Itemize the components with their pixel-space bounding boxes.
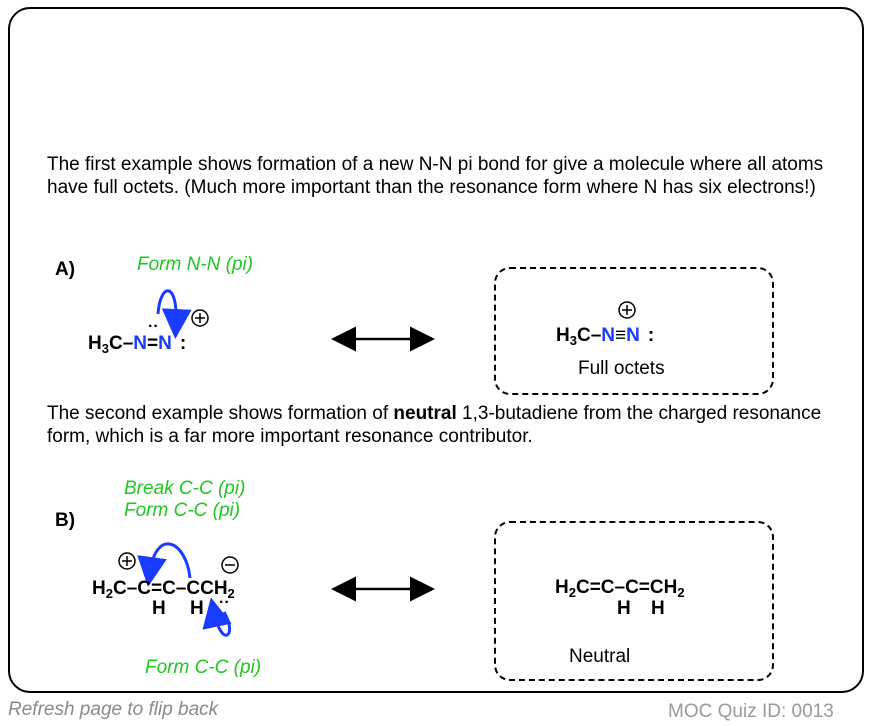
butadiene-neutral: H2C=C–C=CH2 — [555, 577, 685, 600]
form-cc-note-bottom: Form C-C (pi) — [145, 657, 262, 678]
curved-arrow-a — [156, 289, 192, 339]
h3-sub: 3 — [101, 341, 109, 356]
result-box-a — [494, 267, 774, 395]
quiz-id: MOC Quiz ID: 0013 — [668, 701, 834, 722]
plus-charge-b — [118, 552, 136, 570]
c-atom: C — [108, 333, 123, 354]
butadiene-charged: H2C–C=C–CCH2 — [92, 578, 235, 601]
h3-h: H — [88, 333, 102, 354]
diazomethane-left: H3C–N=N: — [88, 333, 187, 356]
quiz-card — [8, 7, 864, 693]
section-a-label: A) — [55, 259, 76, 280]
refresh-hint[interactable]: Refresh page to flip back — [8, 699, 219, 720]
section-b-label: B) — [55, 510, 76, 531]
h-atom-4: H — [651, 598, 665, 619]
lone-pair: : — [179, 333, 187, 354]
form-nn-note: Form N-N (pi) — [137, 254, 254, 275]
n1-atom: N — [133, 333, 148, 354]
full-octets-caption: Full octets — [578, 358, 665, 379]
neutral-caption: Neutral — [569, 646, 631, 667]
break-cc-note: Break C-C (pi) — [124, 478, 246, 499]
carbanion-lone-pair: ·· — [219, 594, 230, 611]
second-explanation: The second example shows formation of ne… — [47, 403, 822, 447]
curved-arrow-b-bottom — [202, 597, 232, 637]
plus-charge-a-left — [191, 309, 209, 327]
result-box-b — [494, 521, 774, 681]
first-explanation: The first example shows formation of a n… — [47, 154, 824, 198]
curved-arrow-b-top — [137, 542, 192, 587]
n1-lone-pair-dots: ·· — [148, 318, 159, 335]
h-atom-2: H — [190, 598, 204, 619]
form-cc-note: Form C-C (pi) — [124, 500, 241, 521]
h-atom-3: H — [617, 598, 631, 619]
minus-charge-b — [221, 556, 239, 574]
plus-charge-a-right — [618, 301, 636, 319]
diazomethane-right: H3C–N≡N: — [556, 325, 655, 348]
h-atom-1: H — [152, 598, 166, 619]
